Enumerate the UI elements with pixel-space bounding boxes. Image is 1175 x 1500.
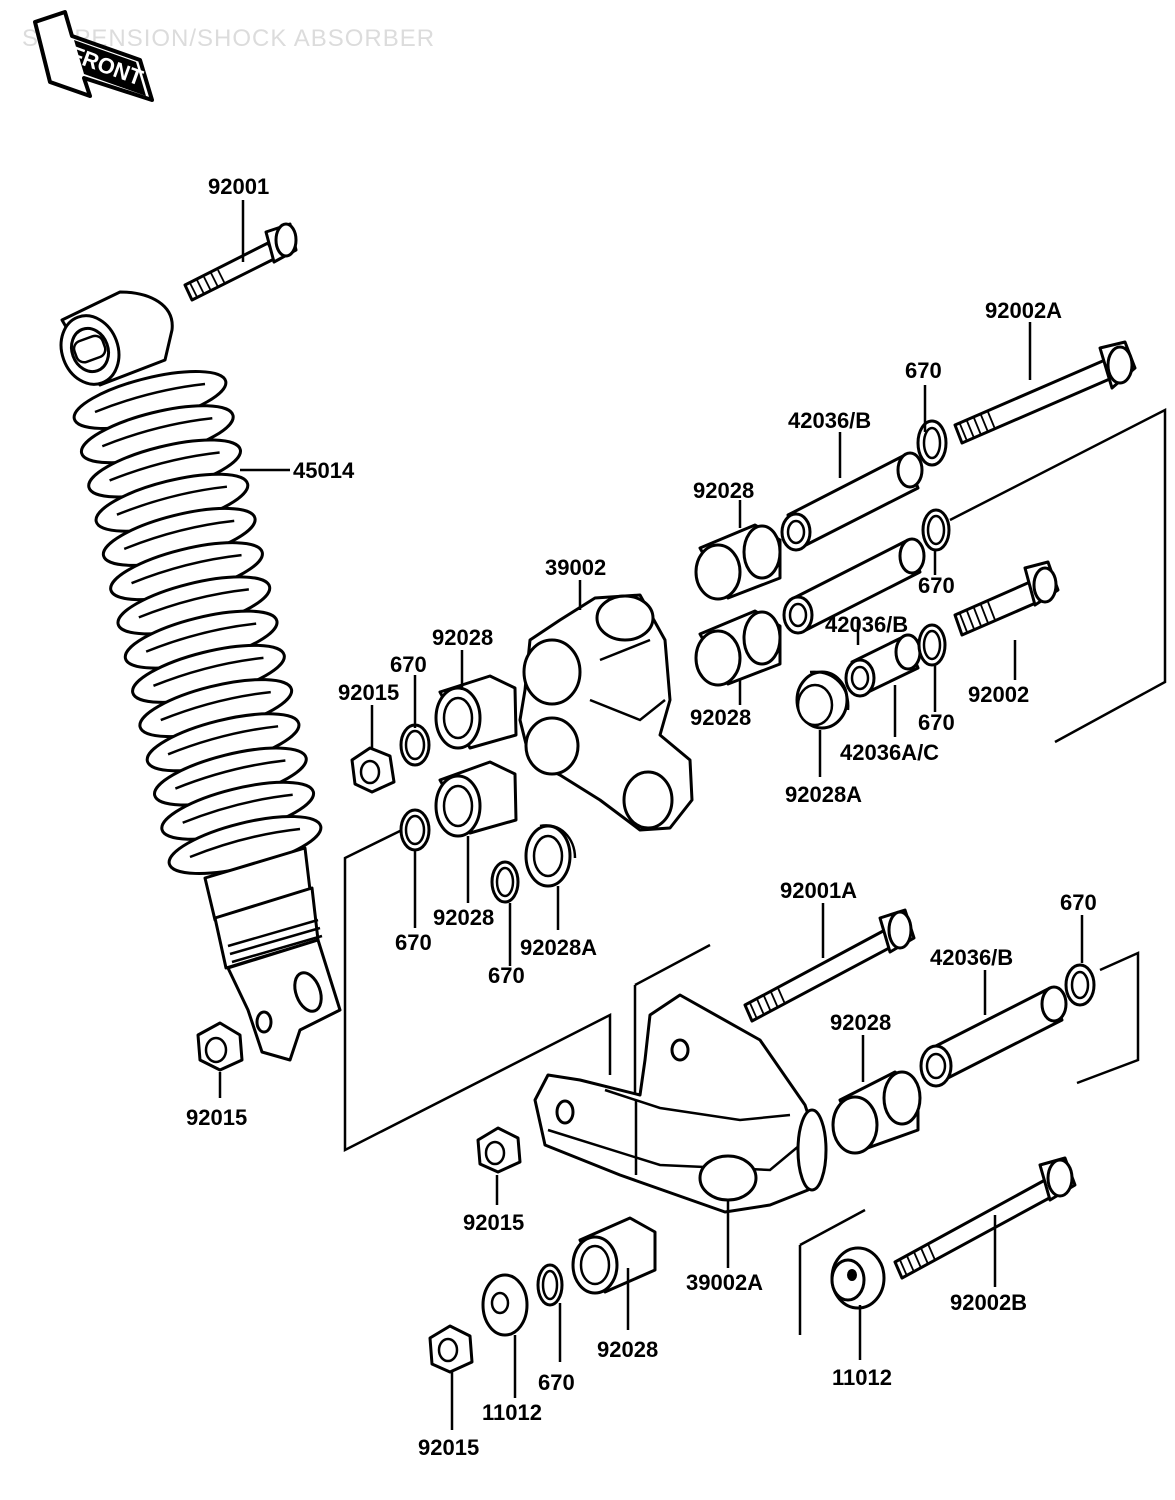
label-92015-shock: 92015 <box>186 1105 247 1130</box>
label-92028-top: 92028 <box>693 478 754 503</box>
spring-coil-inner <box>152 656 264 688</box>
bolt-92002 <box>953 560 1060 637</box>
washer-670-right <box>917 623 947 667</box>
bracket-39002 <box>518 593 694 832</box>
bushing-92028-upper-a <box>694 523 782 601</box>
washer-670-middle <box>921 508 951 552</box>
label-42036B-lower: 42036/B <box>930 945 1013 970</box>
bushing-92028-lower <box>831 1070 922 1155</box>
washer-670-left-b <box>399 808 431 852</box>
bushing-92028-bottom <box>571 1216 657 1295</box>
front-arrow-icon: FRONT <box>33 10 154 102</box>
link-arm-39002A <box>533 993 828 1214</box>
washer-670-left-a <box>399 723 431 767</box>
label-39002A: 39002A <box>686 1270 763 1295</box>
collar-42036B-lower <box>919 985 1068 1088</box>
label-39002: 39002 <box>545 555 606 580</box>
label-670-left-bottom: 670 <box>395 930 432 955</box>
nut-92015-b <box>350 746 396 794</box>
spring-coil-inner <box>101 416 213 448</box>
part-labels: 92001 45014 92002A 670 42036/B 92028 390… <box>186 174 1097 1460</box>
label-670-left-c: 670 <box>488 963 525 988</box>
bushing-92028A-upper <box>795 670 850 730</box>
spring-coil-inner <box>94 382 206 414</box>
nut-92015-a <box>196 1021 244 1072</box>
spring-coil-inner <box>167 725 279 756</box>
washer-11012-bottom-left <box>481 1273 529 1337</box>
collar-42036B-upper <box>780 451 924 552</box>
nut-92015-c <box>476 1126 522 1174</box>
label-92002: 92002 <box>968 682 1029 707</box>
label-11012-left: 11012 <box>482 1400 542 1425</box>
spring-coil-inner <box>182 793 293 824</box>
label-670-mid: 670 <box>918 573 955 598</box>
label-92015-arm: 92015 <box>463 1210 524 1235</box>
label-45014: 45014 <box>293 458 355 483</box>
label-92028-bottom: 92028 <box>597 1337 658 1362</box>
spring-coil-inner <box>138 588 249 619</box>
label-670-left-top: 670 <box>390 652 427 677</box>
label-92002B: 92002B <box>950 1290 1027 1315</box>
bushing-92028-left-top <box>434 674 518 750</box>
nut-92015-d <box>428 1324 474 1374</box>
spring-coil-inner <box>123 519 235 551</box>
bushing-92028-upper-b <box>694 609 782 687</box>
bushing-92028A-left <box>524 824 577 888</box>
bolt-92002B <box>893 1156 1077 1280</box>
label-92028-upper-b: 92028 <box>690 705 751 730</box>
spring-coil-inner <box>131 553 242 585</box>
bolt-92001 <box>183 222 298 302</box>
label-92028-left-bottom: 92028 <box>433 905 494 930</box>
washer-11012-bottom-right <box>830 1246 886 1310</box>
collar-42036B-middle <box>782 537 926 635</box>
spring-coil-inner <box>109 451 220 482</box>
label-42036B-mid: 42036/B <box>825 612 908 637</box>
label-670-right: 670 <box>918 710 955 735</box>
label-670-bottom: 670 <box>538 1370 575 1395</box>
label-92015-left: 92015 <box>338 680 399 705</box>
spring-coil-inner <box>116 485 228 516</box>
label-92028-lower: 92028 <box>830 1010 891 1035</box>
label-670-top: 670 <box>905 358 942 383</box>
spring-coil-inner <box>160 690 271 722</box>
spring-coil-inner <box>189 827 301 859</box>
reference-frame-lines <box>343 407 1167 1335</box>
spring-coil-inner <box>145 622 257 653</box>
spring-coil-inner <box>174 759 286 790</box>
washer-670-lower <box>1064 963 1096 1007</box>
label-670-lower: 670 <box>1060 890 1097 915</box>
label-92028A-left: 92028A <box>520 935 597 960</box>
label-92028A-upper: 92028A <box>785 782 862 807</box>
bolt-92001A <box>743 908 916 1023</box>
label-92001A: 92001A <box>780 878 857 903</box>
shock-absorber <box>59 290 342 1062</box>
label-11012-right: 11012 <box>832 1365 892 1390</box>
label-42036B-top: 42036/B <box>788 408 871 433</box>
label-42036AC: 42036A/C <box>840 740 939 765</box>
label-92015-bottom: 92015 <box>418 1435 479 1460</box>
leader-lines <box>218 200 1084 1430</box>
label-92001: 92001 <box>208 174 269 199</box>
washer-670-left-c <box>490 860 520 904</box>
collar-42036AC <box>844 633 922 698</box>
washer-670-bottom <box>536 1263 564 1307</box>
bolt-92002A <box>953 340 1137 445</box>
label-92028-left-top: 92028 <box>432 625 493 650</box>
washer-670-upper <box>916 419 948 467</box>
bushing-92028-left-bottom <box>434 760 518 838</box>
label-92002A: 92002A <box>985 298 1062 323</box>
